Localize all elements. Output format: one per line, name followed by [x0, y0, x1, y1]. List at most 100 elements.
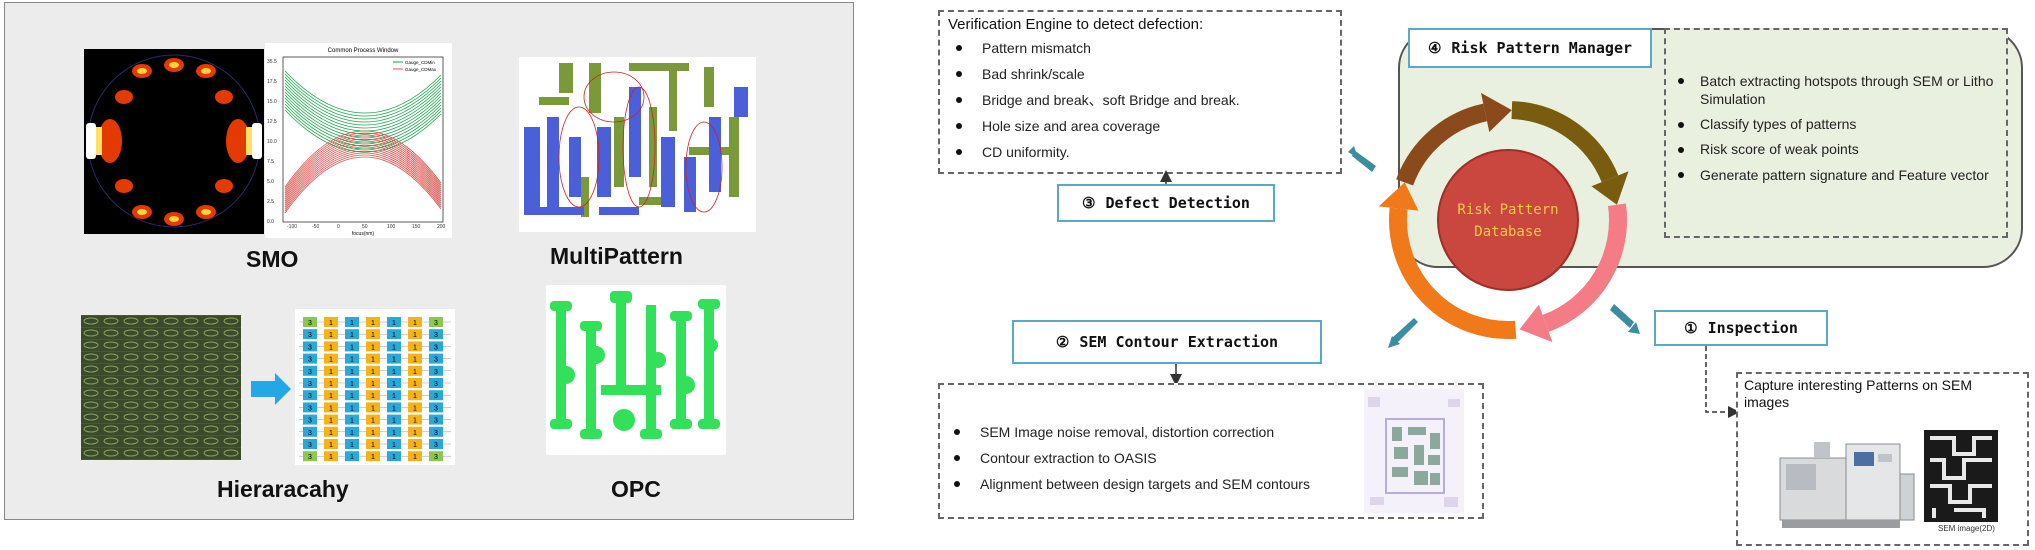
plot-x-tick: 50 — [362, 224, 368, 230]
caption-multipattern: MultiPattern — [550, 243, 683, 269]
hierarchy-cell — [345, 451, 359, 462]
hierarchy-cell — [324, 378, 338, 388]
caption-opc: OPC — [611, 476, 661, 502]
database-label-line1: Risk Pattern — [1457, 202, 1558, 218]
hierarchy-cell — [345, 390, 359, 401]
list-item: Hole size and area coverage — [948, 113, 1332, 139]
hierarchy-cell — [366, 426, 380, 437]
hierarchy-cell-label: 1 — [413, 405, 417, 412]
arrow-inspection-to-capture — [1705, 346, 1740, 418]
plot-curve-red — [284, 138, 442, 196]
step3-defect-detection: ③ Defect Detection — [1057, 184, 1275, 222]
hierarchy-cell-label: 1 — [392, 393, 396, 400]
plot-curve-red — [284, 156, 442, 214]
hierarchy-cell-label: 1 — [329, 430, 333, 437]
hierarchy-cell-label: 3 — [434, 332, 438, 339]
plot-y-tick: 10.0 — [267, 139, 277, 145]
plot-curve-green — [284, 109, 442, 153]
step2-num: ② — [1055, 333, 1070, 351]
plot-curve-red — [284, 140, 442, 198]
step1-label: Inspection — [1707, 319, 1798, 337]
step1-num: ① — [1684, 319, 1698, 337]
plot-curve-red — [284, 150, 442, 208]
hierarchy-cell — [366, 317, 380, 327]
hierarchy-cell — [408, 402, 422, 413]
hierarchy-cell — [324, 317, 338, 327]
hierarchy-cell — [366, 390, 380, 401]
hierarchy-cell-label: 1 — [329, 357, 333, 364]
hierarchy-cell — [387, 317, 401, 327]
hierarchy-cell-label: 1 — [371, 442, 375, 449]
hierarchy-cell-label: 1 — [392, 454, 396, 461]
process-window-plot: Common Process Window 35.517.515.012.510… — [265, 43, 452, 238]
hierarchy-cell-label: 3 — [434, 442, 438, 449]
hierarchy-cell-label: 1 — [350, 332, 354, 339]
hierarchy-cell — [429, 414, 443, 425]
list-item: Contour extraction to OASIS — [946, 445, 1476, 471]
hierarchy-cell — [366, 414, 380, 425]
hierarchy-cell — [345, 439, 359, 449]
caption-hierarchy: Hieraracahy — [217, 476, 349, 502]
plot-curve-green — [284, 100, 442, 144]
hierarchy-cell — [408, 426, 422, 437]
hierarchy-cell-label: 3 — [434, 320, 438, 327]
hierarchy-cell — [324, 402, 338, 413]
hierarchy-cell-label: 3 — [434, 418, 438, 425]
hierarchy-cell — [345, 317, 359, 327]
hierarchy-cell — [408, 353, 422, 364]
hierarchy-cell — [429, 402, 443, 413]
hierarchy-cell — [324, 414, 338, 425]
hierarchy-cell-label: 1 — [371, 357, 375, 364]
cycle-arrow-orange-head — [1378, 182, 1419, 211]
hierarchy-cell-label: 1 — [350, 369, 354, 376]
verification-title: Verification Engine to detect defection: — [948, 16, 1204, 33]
cycle-arrow-brown — [1396, 103, 1488, 186]
hierarchy-cell — [387, 439, 401, 449]
plot-curve-green — [284, 70, 442, 114]
plot-curve-green — [284, 91, 442, 135]
plot-title: Common Process Window — [328, 48, 399, 54]
hierarchy-cell-label: 1 — [413, 381, 417, 388]
hierarchy-cell — [408, 390, 422, 401]
hierarchy-cell — [345, 414, 359, 425]
hierarchy-cell-label: 3 — [308, 320, 312, 327]
hierarchy-cell — [429, 439, 443, 449]
hierarchy-cell-label: 3 — [434, 369, 438, 376]
plot-curve-red — [284, 152, 442, 210]
hierarchy-cell — [429, 341, 443, 352]
hierarchy-cell — [387, 365, 401, 376]
hierarchy-cell — [345, 378, 359, 388]
hierarchy-cell-label: 1 — [413, 344, 417, 351]
plot-curve-green — [284, 82, 442, 126]
plot-curve-green — [284, 97, 442, 141]
cycle-diagram: Risk Pattern Database — [1378, 92, 1629, 343]
hierarchy-cell — [345, 353, 359, 364]
hierarchy-cell — [324, 439, 338, 449]
hierarchy-cell — [408, 414, 422, 425]
hierarchy-cell — [303, 353, 317, 364]
hierarchy-cell — [429, 390, 443, 401]
plot-curve-red — [284, 134, 442, 192]
hierarchy-cell-label: 1 — [392, 369, 396, 376]
manager-list-box: Batch extracting hotspots through SEM or… — [1664, 28, 2008, 238]
hierarchy-cell-label: 1 — [329, 332, 333, 339]
hierarchy-cell-label: 1 — [329, 393, 333, 400]
hierarchy-cell — [366, 353, 380, 364]
list-item: SEM Image noise removal, distortion corr… — [946, 419, 1476, 445]
hierarchy-cell-label: 3 — [308, 332, 312, 339]
sem-image-caption: SEM image(2D) — [1938, 524, 1995, 533]
hierarchy-cell-label: 3 — [434, 357, 438, 364]
hierarchy-cell-label: 3 — [308, 418, 312, 425]
hierarchy-cell-label: 1 — [392, 332, 396, 339]
hierarchy-arrow-icon — [251, 373, 291, 405]
hierarchy-cell — [324, 390, 338, 401]
hierarchy-cell-label: 1 — [371, 418, 375, 425]
hierarchy-cell-label: 1 — [329, 381, 333, 388]
hierarchy-cell-label: 1 — [371, 332, 375, 339]
hierarchy-cell-label: 3 — [308, 344, 312, 351]
hierarchy-cell — [345, 402, 359, 413]
hierarchy-cell-label: 1 — [350, 357, 354, 364]
